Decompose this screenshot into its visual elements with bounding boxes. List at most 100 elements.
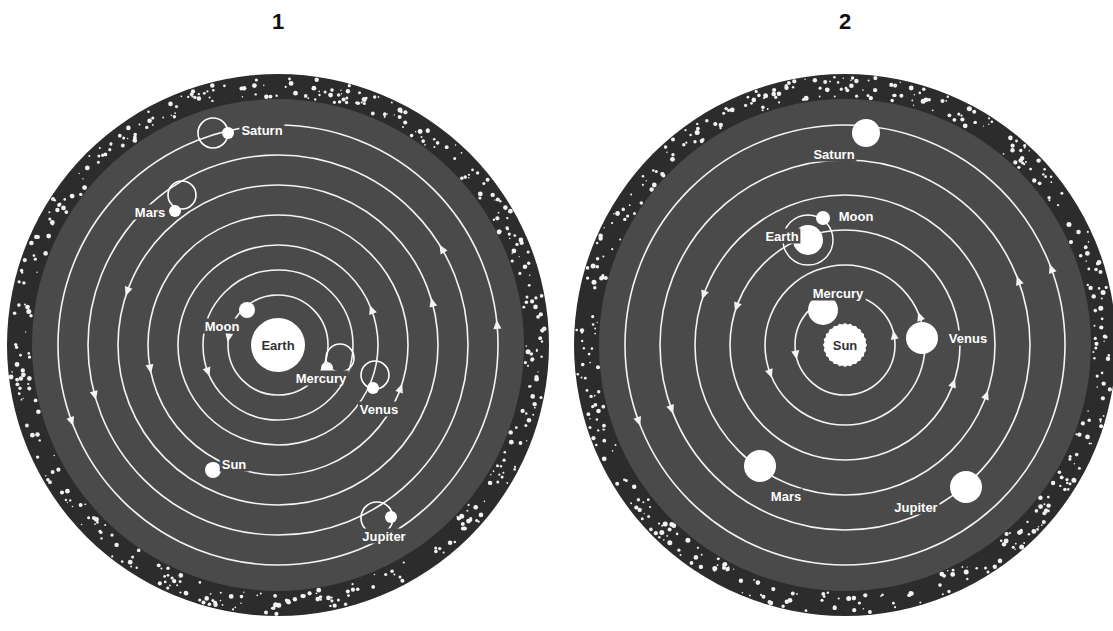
star [537, 371, 538, 372]
star [293, 597, 297, 601]
star [581, 340, 583, 342]
star [1023, 542, 1025, 544]
star [509, 238, 511, 240]
star [634, 505, 638, 509]
star [403, 110, 407, 114]
star [209, 97, 211, 99]
star [79, 193, 82, 196]
star [175, 105, 178, 108]
star [498, 474, 500, 476]
star [104, 153, 108, 157]
star [540, 356, 542, 358]
star [598, 234, 603, 239]
body-label: Jupiter [892, 500, 939, 515]
body-label: Saturn [811, 147, 856, 162]
planet-dot [385, 511, 397, 523]
star [187, 96, 189, 98]
star [642, 184, 644, 186]
star [110, 533, 113, 536]
star [622, 208, 625, 211]
star [9, 375, 14, 380]
star [827, 592, 830, 595]
star [530, 357, 534, 361]
star [615, 211, 620, 216]
star [415, 131, 417, 133]
star [504, 206, 507, 209]
star [337, 93, 341, 97]
star [1094, 342, 1098, 346]
star [25, 331, 26, 332]
star [222, 604, 224, 606]
star [348, 84, 351, 87]
star [25, 424, 29, 428]
star [984, 566, 987, 569]
star [1035, 509, 1039, 513]
epicycle [168, 181, 196, 209]
star [78, 173, 79, 174]
star [602, 439, 606, 443]
star [165, 581, 167, 583]
star [39, 439, 41, 441]
star [1092, 351, 1094, 353]
star [496, 481, 499, 484]
star [51, 197, 55, 201]
star [526, 349, 531, 354]
star [541, 340, 543, 342]
star [838, 597, 840, 599]
orbit [118, 185, 438, 505]
star [1101, 298, 1103, 300]
star [393, 574, 395, 576]
star [220, 592, 222, 594]
star [99, 531, 102, 534]
star [991, 121, 994, 124]
star [304, 94, 308, 98]
star [97, 161, 100, 164]
star [66, 491, 68, 493]
star [772, 88, 776, 92]
star [1066, 482, 1068, 484]
star [630, 502, 632, 504]
star [890, 99, 894, 103]
star [632, 485, 637, 490]
star [27, 376, 32, 381]
star [892, 94, 896, 98]
star [421, 139, 425, 143]
star [649, 528, 653, 532]
star [29, 241, 34, 246]
star [100, 537, 102, 539]
star [868, 610, 872, 614]
star [526, 345, 528, 347]
star [57, 203, 61, 207]
star [660, 172, 664, 176]
star [56, 468, 60, 472]
star [33, 254, 36, 257]
star [513, 468, 516, 471]
body-label: Sun [220, 457, 249, 472]
star [804, 79, 806, 81]
star [594, 328, 596, 330]
star [1067, 488, 1070, 491]
star [837, 81, 840, 84]
star [664, 145, 668, 149]
star [922, 88, 925, 91]
orbit-arrow [1049, 264, 1057, 274]
star [362, 97, 367, 102]
body-label: Venus [947, 331, 989, 346]
orbit-arrow [791, 350, 799, 360]
star [263, 84, 265, 86]
star [846, 596, 851, 601]
star [328, 93, 333, 98]
star [324, 91, 327, 94]
star [666, 535, 668, 537]
orbit-arrow [948, 379, 956, 389]
star [518, 272, 521, 275]
star [802, 98, 805, 101]
star [51, 470, 55, 474]
star [128, 560, 133, 565]
star [843, 77, 845, 79]
star [463, 175, 467, 179]
star [526, 440, 527, 441]
star [1101, 396, 1105, 400]
star [756, 580, 761, 585]
star [528, 284, 531, 287]
